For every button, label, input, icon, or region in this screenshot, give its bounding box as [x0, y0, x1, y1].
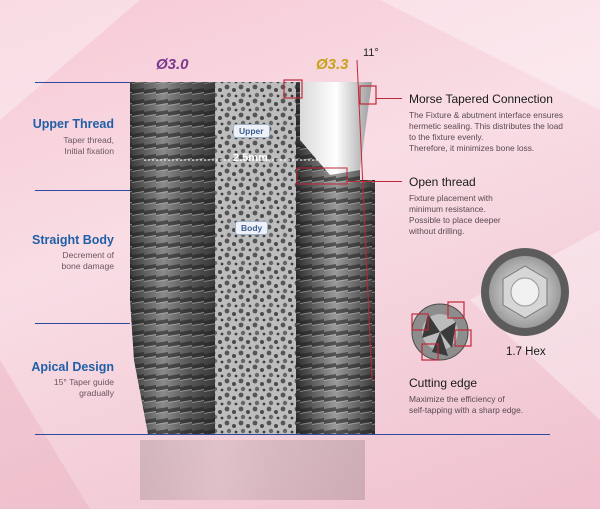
taper-angle: 11° [363, 47, 379, 59]
hex-label: 1.7 Hex [506, 346, 546, 358]
tag-body: Body [235, 221, 269, 235]
measure-label: 2.5mm [233, 152, 268, 164]
diameter-right: Ø3.3 [316, 56, 349, 73]
diameter-left: Ø3.0 [156, 56, 189, 73]
guide-line-body [35, 323, 130, 324]
feature-title-open-thread: Open thread [409, 175, 476, 189]
guide-line-upper [35, 190, 130, 191]
tag-upper: Upper [233, 124, 270, 138]
guide-line-top [35, 82, 130, 83]
feature-desc-morse: The Fixture & abutment interface ensures… [409, 110, 564, 153]
feature-title-morse: Morse Tapered Connection [409, 92, 553, 106]
pointer-open-thread [347, 181, 402, 182]
section-title-straight-body: Straight Body [32, 233, 114, 247]
guide-line-bottom [35, 434, 550, 435]
section-title-upper-thread: Upper Thread [32, 117, 114, 131]
section-title-apical-design: Apical Design [31, 360, 114, 374]
pointer-morse [376, 98, 402, 99]
section-desc-upper-thread: Taper thread,Initial fixation [63, 135, 114, 156]
feature-title-cutting-edge: Cutting edge [409, 376, 478, 390]
